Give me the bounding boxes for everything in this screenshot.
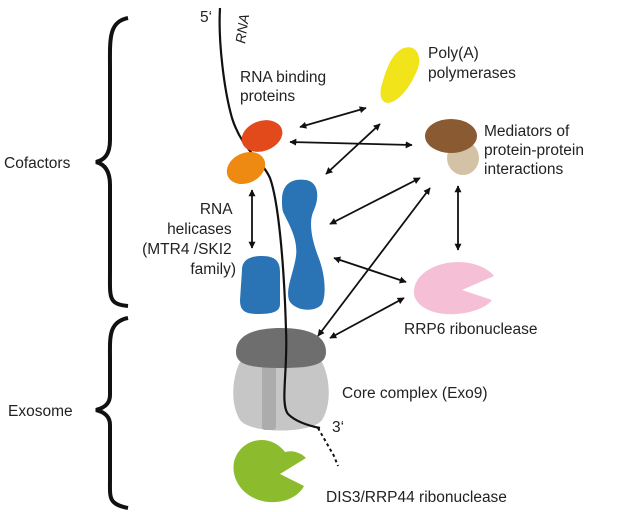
cofactors-label: Cofactors bbox=[4, 155, 71, 172]
rna-strand bbox=[218, 7, 321, 430]
rna-binding-protein-orange bbox=[226, 151, 266, 185]
exosome-bracket bbox=[95, 316, 129, 510]
rna-helicase-right bbox=[282, 179, 325, 310]
rna-binding-protein-red bbox=[241, 120, 283, 152]
rna-3prime-tail bbox=[317, 427, 339, 467]
arrow-rbp-mediators bbox=[289, 138, 413, 149]
rna-binding-proteins-label: RNA binding proteins bbox=[240, 69, 330, 105]
polya-polymerases-label: Poly(A) polymerases bbox=[428, 45, 516, 82]
arrow-helicase-rrp6 bbox=[333, 256, 407, 284]
rna-3prime-label: 3‘ bbox=[332, 419, 344, 436]
rna-label: RNA bbox=[232, 13, 252, 45]
rrp6-ribonuclease bbox=[413, 262, 494, 315]
mediator-brown bbox=[425, 119, 477, 153]
arrow-polya-helicase bbox=[325, 123, 381, 175]
dis3-label: DIS3/RRP44 ribonuclease bbox=[326, 489, 507, 506]
interaction-arrows bbox=[248, 106, 462, 339]
rrp6-label: RRP6 ribonuclease bbox=[404, 321, 538, 338]
mediators-label: Mediators of protein-protein interaction… bbox=[484, 123, 588, 178]
exosome-label: Exosome bbox=[8, 403, 73, 420]
rna-helicases-label: RNA helicases (MTR4 /SKI2 family) bbox=[142, 201, 236, 278]
rna-helicase-left bbox=[240, 256, 280, 314]
core-complex bbox=[233, 328, 329, 431]
dis3-ribonuclease bbox=[233, 439, 306, 503]
arrow-mediators-helicase bbox=[329, 177, 421, 225]
arrow-rrp6-core bbox=[329, 297, 405, 339]
polya-polymerase bbox=[380, 47, 420, 103]
cofactors-bracket bbox=[95, 16, 129, 308]
rna-5prime-label: 5‘ bbox=[200, 9, 212, 26]
arrow-rbp-polya bbox=[299, 106, 367, 129]
core-complex-label: Core complex (Exo9) bbox=[342, 385, 488, 402]
